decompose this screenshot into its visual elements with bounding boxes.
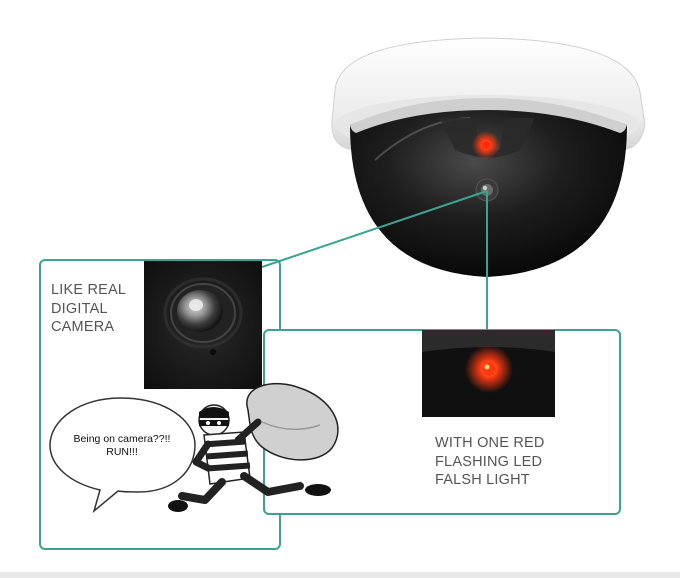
speech-bubble <box>49 397 196 514</box>
lens-closeup-image <box>144 261 262 389</box>
led-callout-line: FALSH LIGHT <box>435 472 530 488</box>
speech-bubble-text: Being on camera??!! RUN!!! <box>62 433 182 459</box>
led-callout-label: WITH ONE RED FLASHING LED FALSH LIGHT <box>435 434 545 490</box>
bottom-divider <box>0 572 680 578</box>
dome-camera-image <box>331 37 646 277</box>
led-closeup-image <box>422 330 555 417</box>
lens-callout-line: CAMERA <box>51 319 115 335</box>
led-callout-line: FLASHING LED <box>435 453 543 470</box>
burglar-cartoon-image <box>168 382 339 512</box>
speech-bubble-line: RUN!!! <box>106 446 138 458</box>
lens-callout-line: DIGITAL <box>51 300 108 317</box>
lens-callout-label: LIKE REAL DIGITAL CAMERA <box>51 281 126 337</box>
led-callout-line: WITH ONE RED <box>435 435 545 451</box>
speech-bubble-line: Being on camera??!! <box>73 433 171 445</box>
lens-callout-line: LIKE REAL <box>51 282 127 298</box>
connector-lines <box>261 190 488 329</box>
